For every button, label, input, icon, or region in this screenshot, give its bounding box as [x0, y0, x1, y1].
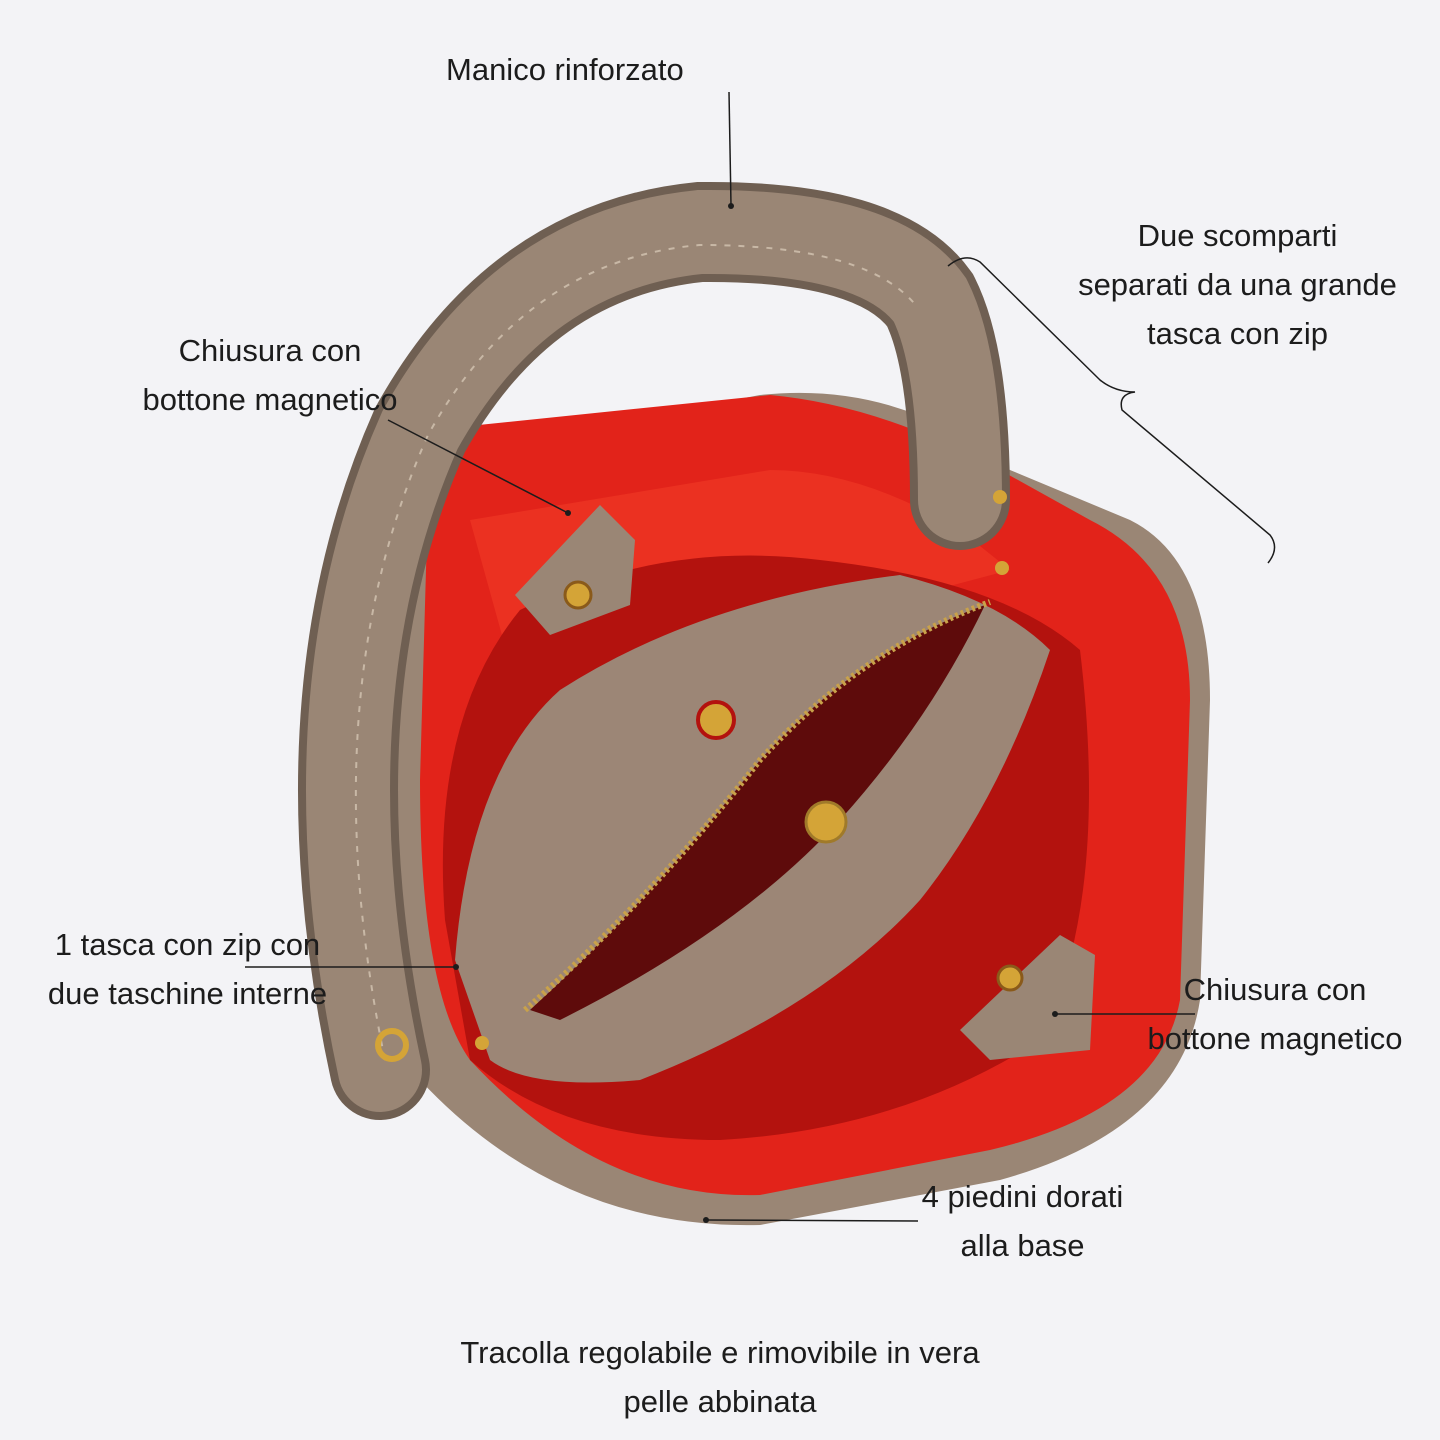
leader-closure-right-dot [1052, 1011, 1058, 1017]
leader-feet [705, 1219, 919, 1222]
zipper-teeth [523, 599, 992, 1013]
closure-tab-right [960, 935, 1095, 1060]
zip-opening [530, 605, 985, 1020]
label-compartments: Due scomparti separati da una grande tas… [1078, 218, 1397, 351]
handle-stitching [354, 243, 919, 1061]
leader-feet-dot [703, 1217, 709, 1223]
label-zip-pocket: 1 tasca con zip con due taschine interne [47, 927, 328, 1011]
handle-rivet-right-top [993, 490, 1007, 504]
leader-handle-dot [728, 203, 734, 209]
magnet-left [563, 580, 593, 610]
leader-closure-left-dot [565, 510, 571, 516]
label-feet: 4 piedini dorati alla base [921, 1179, 1124, 1263]
magnet-right [996, 964, 1024, 992]
bag-handle-top [306, 189, 1002, 1112]
handle-rivet-right-bottom [995, 561, 1009, 575]
compartments-brace [947, 257, 1276, 564]
leader-closure-left [387, 419, 569, 514]
leader-zip-pocket-dot [453, 964, 459, 970]
label-closure-right: Chiusura con bottone magnetico [1147, 972, 1403, 1056]
snap-upper [696, 700, 736, 740]
label-closure-left: Chiusura con bottone magnetico [142, 333, 398, 417]
label-handle: Manico rinforzato [446, 52, 684, 87]
label-strap: Tracolla regolabile e rimovibile in vera… [460, 1335, 980, 1419]
handle-ring-left [375, 1028, 409, 1062]
leader-handle [728, 91, 732, 206]
snap-lower [804, 800, 848, 844]
closure-tab-left [515, 505, 635, 635]
handle-rivet-left [475, 1036, 489, 1050]
